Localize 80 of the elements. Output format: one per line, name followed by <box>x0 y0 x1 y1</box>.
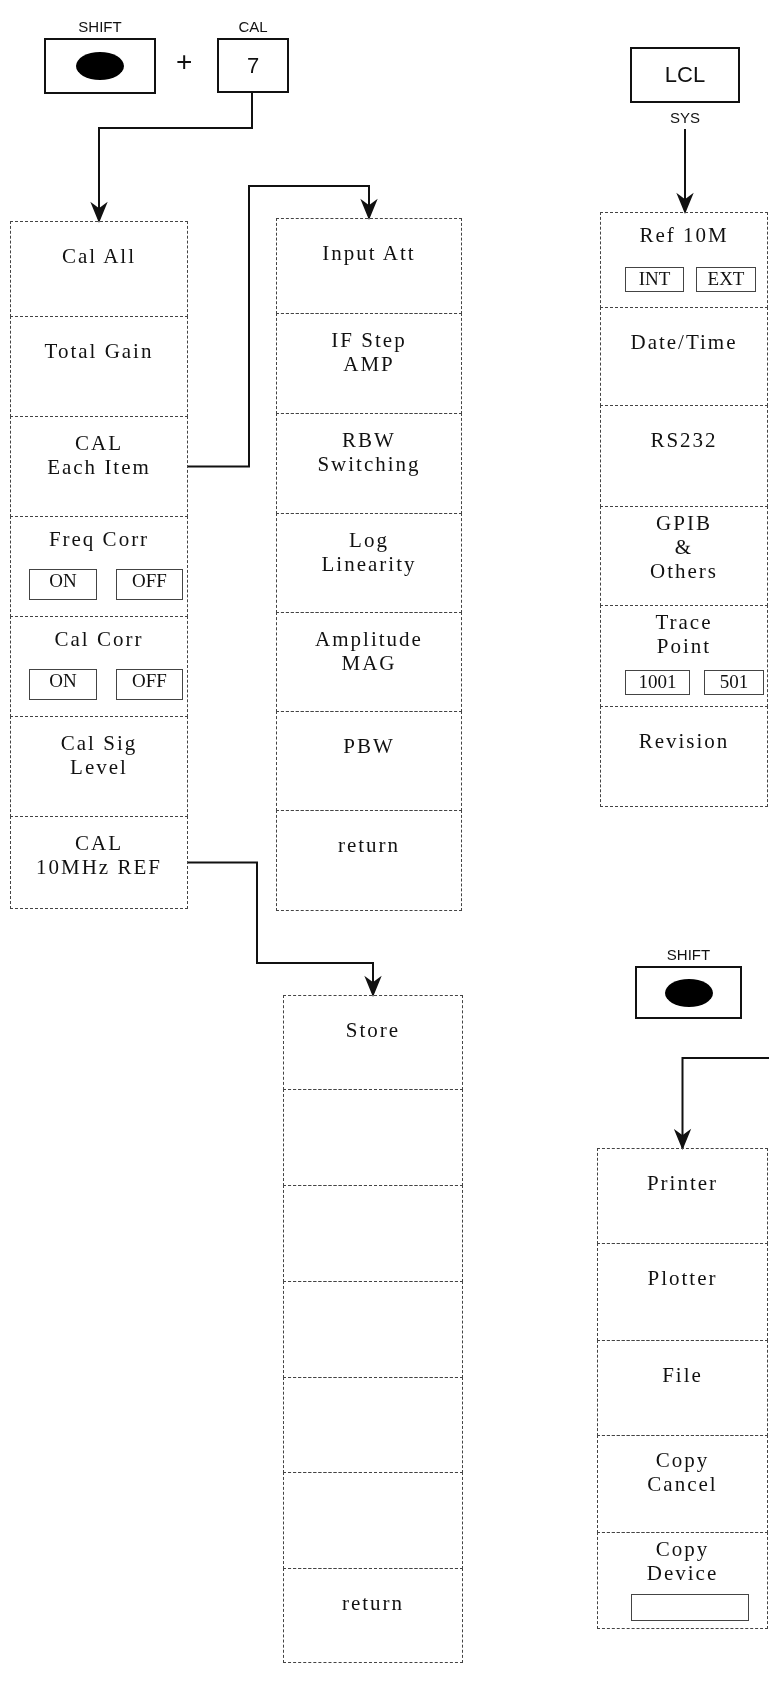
softkey-box <box>10 616 188 717</box>
option-indicator: EXT <box>696 267 756 292</box>
menu-label: Amplitude MAG <box>315 627 423 676</box>
arrow <box>677 128 693 213</box>
arrow <box>91 92 253 222</box>
plus-sign: + <box>176 46 193 78</box>
softkey-box <box>10 416 188 517</box>
softkey-box <box>10 316 188 417</box>
key: LCL <box>630 47 740 103</box>
menu-label: Date/Time <box>630 330 738 355</box>
menu-label: File <box>662 1363 703 1388</box>
menu-label: CAL 10MHz REF <box>36 831 162 880</box>
menu-label: RS232 <box>650 428 718 453</box>
menu-label: Revision <box>638 729 730 754</box>
display-field <box>631 1594 749 1621</box>
softkey-box <box>600 405 768 507</box>
softkey-box <box>283 1377 463 1473</box>
menu-label: Copy Cancel <box>647 1448 718 1497</box>
softkey-box <box>276 313 462 414</box>
softkey-box <box>10 716 188 817</box>
menu-label: GPIB & Others <box>650 511 718 584</box>
option-indicator: OFF <box>116 669 183 700</box>
menu-label: Cal All <box>61 244 137 269</box>
softkey-box <box>283 1089 463 1186</box>
softkey-box <box>283 1568 463 1663</box>
arrow <box>187 185 377 468</box>
softkey-box <box>10 516 188 617</box>
arrow <box>187 861 381 996</box>
menu-label: RBW Switching <box>317 428 421 477</box>
menu-label: Copy Device <box>646 1537 719 1586</box>
key: 7 <box>217 38 289 93</box>
key-label: SYS <box>670 108 700 128</box>
softkey-box <box>10 816 188 909</box>
softkey-box <box>600 506 768 606</box>
softkey-box <box>597 1243 768 1341</box>
menu-label: Cal Corr <box>54 627 144 652</box>
menu-label: Log Linearity <box>321 528 417 577</box>
softkey-box <box>597 1532 768 1629</box>
menu-label: CAL Each Item <box>47 431 151 480</box>
option-indicator: INT <box>625 267 684 292</box>
menu-label: PBW <box>343 734 395 759</box>
option-indicator: ON <box>29 669 97 700</box>
softkey-box <box>276 612 462 712</box>
softkey-box <box>276 218 462 314</box>
menu-label: IF Step AMP <box>331 328 407 377</box>
softkey-box <box>283 995 463 1090</box>
key-label: SHIFT <box>666 945 711 965</box>
menu-label: Store <box>345 1018 401 1043</box>
menu-label: Printer <box>646 1171 719 1196</box>
softkey-box <box>276 711 462 811</box>
softkey-box <box>600 212 768 308</box>
menu-label: Cal Sig Level <box>60 731 138 780</box>
softkey-box <box>600 605 768 707</box>
softkey-box <box>600 307 768 406</box>
menu-label: return <box>341 1591 405 1616</box>
menu-label: Input Att <box>322 241 416 266</box>
option-indicator: ON <box>29 569 97 600</box>
menu-label: Ref 10M <box>639 223 729 248</box>
softkey-box <box>597 1340 768 1436</box>
option-indicator: 501 <box>704 670 764 695</box>
arrow <box>674 1057 769 1149</box>
softkey-box <box>276 413 462 514</box>
key-label: SHIFT <box>78 17 122 37</box>
softkey-box <box>276 810 462 911</box>
softkey-box <box>600 706 768 807</box>
option-indicator: OFF <box>116 569 183 600</box>
menu-label: Plotter <box>647 1266 718 1291</box>
menu-label: Freq Corr <box>48 527 150 552</box>
softkey-box <box>276 513 462 613</box>
key-label: CAL <box>238 17 268 37</box>
softkey-box <box>597 1148 768 1244</box>
menu-label: Trace Point <box>655 610 713 659</box>
menu-label: return <box>337 833 401 858</box>
option-indicator: 1001 <box>625 670 690 695</box>
menu-label: Total Gain <box>44 339 154 364</box>
softkey-box <box>597 1435 768 1533</box>
softkey-box <box>283 1472 463 1569</box>
softkey-box <box>283 1185 463 1282</box>
softkey-box <box>283 1281 463 1378</box>
softkey-box <box>10 221 188 317</box>
